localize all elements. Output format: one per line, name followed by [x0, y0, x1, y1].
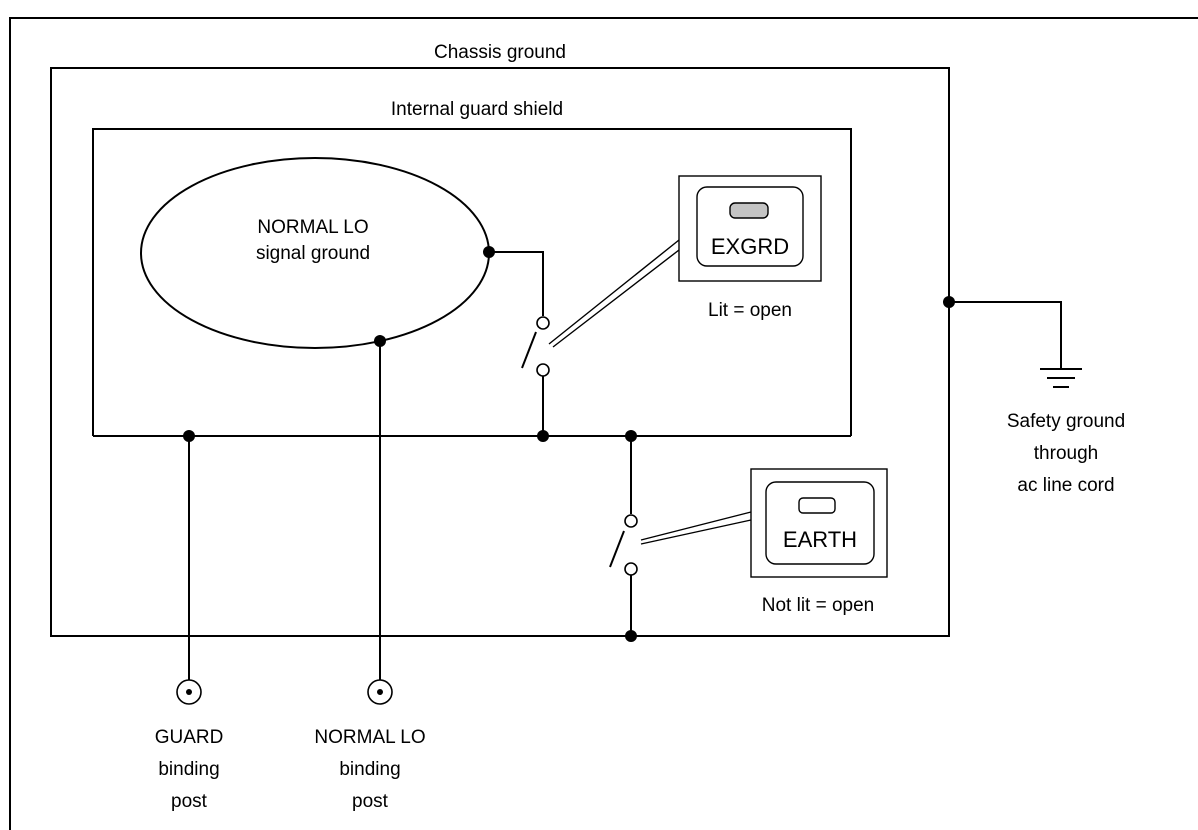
earth-button: [765, 481, 875, 565]
safety-ground-wire: [949, 301, 1062, 368]
exgrd-callout-box: [678, 175, 822, 282]
junction-dot: [483, 246, 495, 258]
earth-note: Not lit = open: [762, 595, 875, 616]
chassis-ground-label: Chassis ground: [434, 42, 566, 63]
exgrd-indicator: [729, 202, 769, 219]
junction-dot: [625, 430, 637, 442]
exgrd-note: Lit = open: [708, 300, 792, 321]
normal-lo-label-line1: NORMAL LO: [257, 217, 368, 238]
normal-lo-label-line2: signal ground: [256, 243, 370, 264]
guard-binding-post-center: [186, 689, 192, 695]
outer-frame: [9, 17, 1198, 830]
junction-dot: [625, 630, 637, 642]
earth-switch-contact-bottom: [624, 562, 638, 576]
earth-button-label: EARTH: [783, 527, 857, 552]
earth-callout-lines: [640, 511, 752, 545]
safety-ground-line1: Safety ground: [1007, 411, 1125, 432]
exgrd-button: [696, 186, 804, 267]
junction-dot: [374, 335, 386, 347]
guard-post-line3: post: [171, 791, 208, 812]
normal-post-line1: NORMAL LO: [314, 727, 425, 748]
exgrd-callout-lines: [548, 239, 680, 348]
earth-switch-contact-top: [624, 514, 638, 528]
earth-switch-blade: [609, 530, 625, 568]
exgrd-button-label: EXGRD: [711, 234, 789, 259]
normal-post-line3: post: [352, 791, 389, 812]
internal-guard-shield-box: [92, 128, 852, 436]
earth-indicator: [798, 497, 836, 514]
exgrd-switch-blade: [521, 331, 537, 369]
guard-post-line2: binding: [158, 759, 219, 780]
junction-dot: [943, 296, 955, 308]
safety-ground-line3: ac line cord: [1017, 475, 1114, 496]
junction-dot: [183, 430, 195, 442]
exgrd-switch-wire-top: [489, 251, 544, 316]
internal-guard-shield-label: Internal guard shield: [391, 99, 563, 120]
earth-callout-box: [750, 468, 888, 578]
exgrd-switch-contact-top: [536, 316, 550, 330]
junction-dot: [537, 430, 549, 442]
guard-post-line1: GUARD: [155, 727, 224, 748]
safety-ground-line2: through: [1034, 443, 1098, 464]
chassis-ground-box: [50, 67, 950, 637]
normal-post-line2: binding: [339, 759, 400, 780]
normal-lo-binding-post-center: [377, 689, 383, 695]
exgrd-switch-contact-bottom: [536, 363, 550, 377]
